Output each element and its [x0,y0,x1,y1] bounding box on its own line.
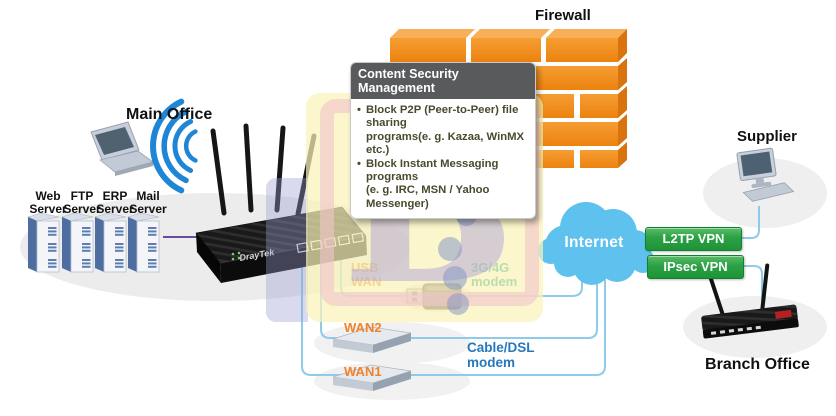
web-server-label: Web Server [22,190,74,216]
main-office-title: Main Office [126,106,213,123]
ipsec-line [739,265,763,318]
internet-cloud-icon [538,202,655,285]
supplier-desktop-icon [736,147,795,202]
branch-office-title: Branch Office [705,356,810,373]
erp-server-label: ERP Server [89,190,141,216]
csm-item-im: • Block Instant Messaging programs (e. g… [357,158,529,212]
csm-im-line2: (e. g. IRC, MSN / Yahoo Messenger) [366,184,490,210]
mail-server-label: Mail Server [122,190,174,216]
csm-item-p2p: • Block P2P (Peer-to-Peer) file sharing … [357,104,529,158]
ftp-server-line2: Server [63,201,101,216]
wifi-waves-icon [150,98,198,194]
laptop-icon [90,121,154,176]
router-leds [231,251,241,261]
l2tp-line [737,206,760,239]
server-towers [27,212,160,273]
ftp-server-label: FTP Server [56,190,108,216]
ipsec-vpn-badge: IPsec VPN [647,255,744,279]
internet-label: Internet [564,234,624,251]
web-server-line1: Web [35,189,61,203]
erp-server-line2: Server [96,201,134,216]
erp-server-icon [94,212,127,273]
modem-3g4g-label: 3G/4G modem [471,260,518,290]
csm-item-p2p-text: Block P2P (Peer-to-Peer) file sharing pr… [366,104,529,158]
web-server-icon [27,212,60,273]
ftp-server-icon [61,212,94,273]
branch-router-icon [701,263,799,339]
erp-server-line1: ERP [102,189,128,203]
usb-wan-line2: WAN [351,274,382,290]
cable-dsl-modem-icon [332,364,412,391]
usb-wan-label: USB WAN [351,260,382,290]
csm-body: • Block P2P (Peer-to-Peer) file sharing … [351,99,535,218]
bullet-icon: • [357,104,361,116]
modem-3g4g-line1: 3G/4G [471,260,510,275]
wan1-line [301,266,606,376]
firewall-title: Firewall [535,7,591,24]
ftp-server-line1: FTP [70,189,94,203]
mail-server-line1: Mail [136,189,160,203]
csm-callout: Content Security Management • Block P2P … [350,62,536,220]
mail-server-line2: Server [129,201,167,216]
bullet-icon: • [357,157,361,170]
firewall-wall-icon [390,29,627,168]
l2tp-vpn-badge: L2TP VPN [645,227,742,251]
usb-wan-line1: USB [351,260,379,275]
csm-p2p-line2: programs(e. g. Kazaa, WinMX etc.) [366,130,525,157]
csm-item-im-text: Block Instant Messaging programs (e. g. … [366,158,529,212]
wan2-line [320,262,598,339]
web-server-line2: Server [29,201,67,216]
mail-server-icon [127,212,160,273]
wan2-label: WAN2 [344,320,382,335]
csm-im-line1: Block Instant Messaging programs [366,157,499,184]
supplier-title: Supplier [736,128,797,145]
wan1-label: WAN1 [344,364,382,379]
csm-p2p-line1: Block P2P (Peer-to-Peer) file sharing [366,104,519,130]
cable-dsl-label: Cable/DSL modem [467,340,535,370]
cable-dsl-line1: Cable/DSL [467,340,535,355]
modem-3g-path-modem-icon [332,326,412,353]
csm-header: Content Security Management [351,63,535,99]
modem-3g4g-line2: modem [471,274,518,290]
cable-dsl-line2: modem [467,354,516,370]
